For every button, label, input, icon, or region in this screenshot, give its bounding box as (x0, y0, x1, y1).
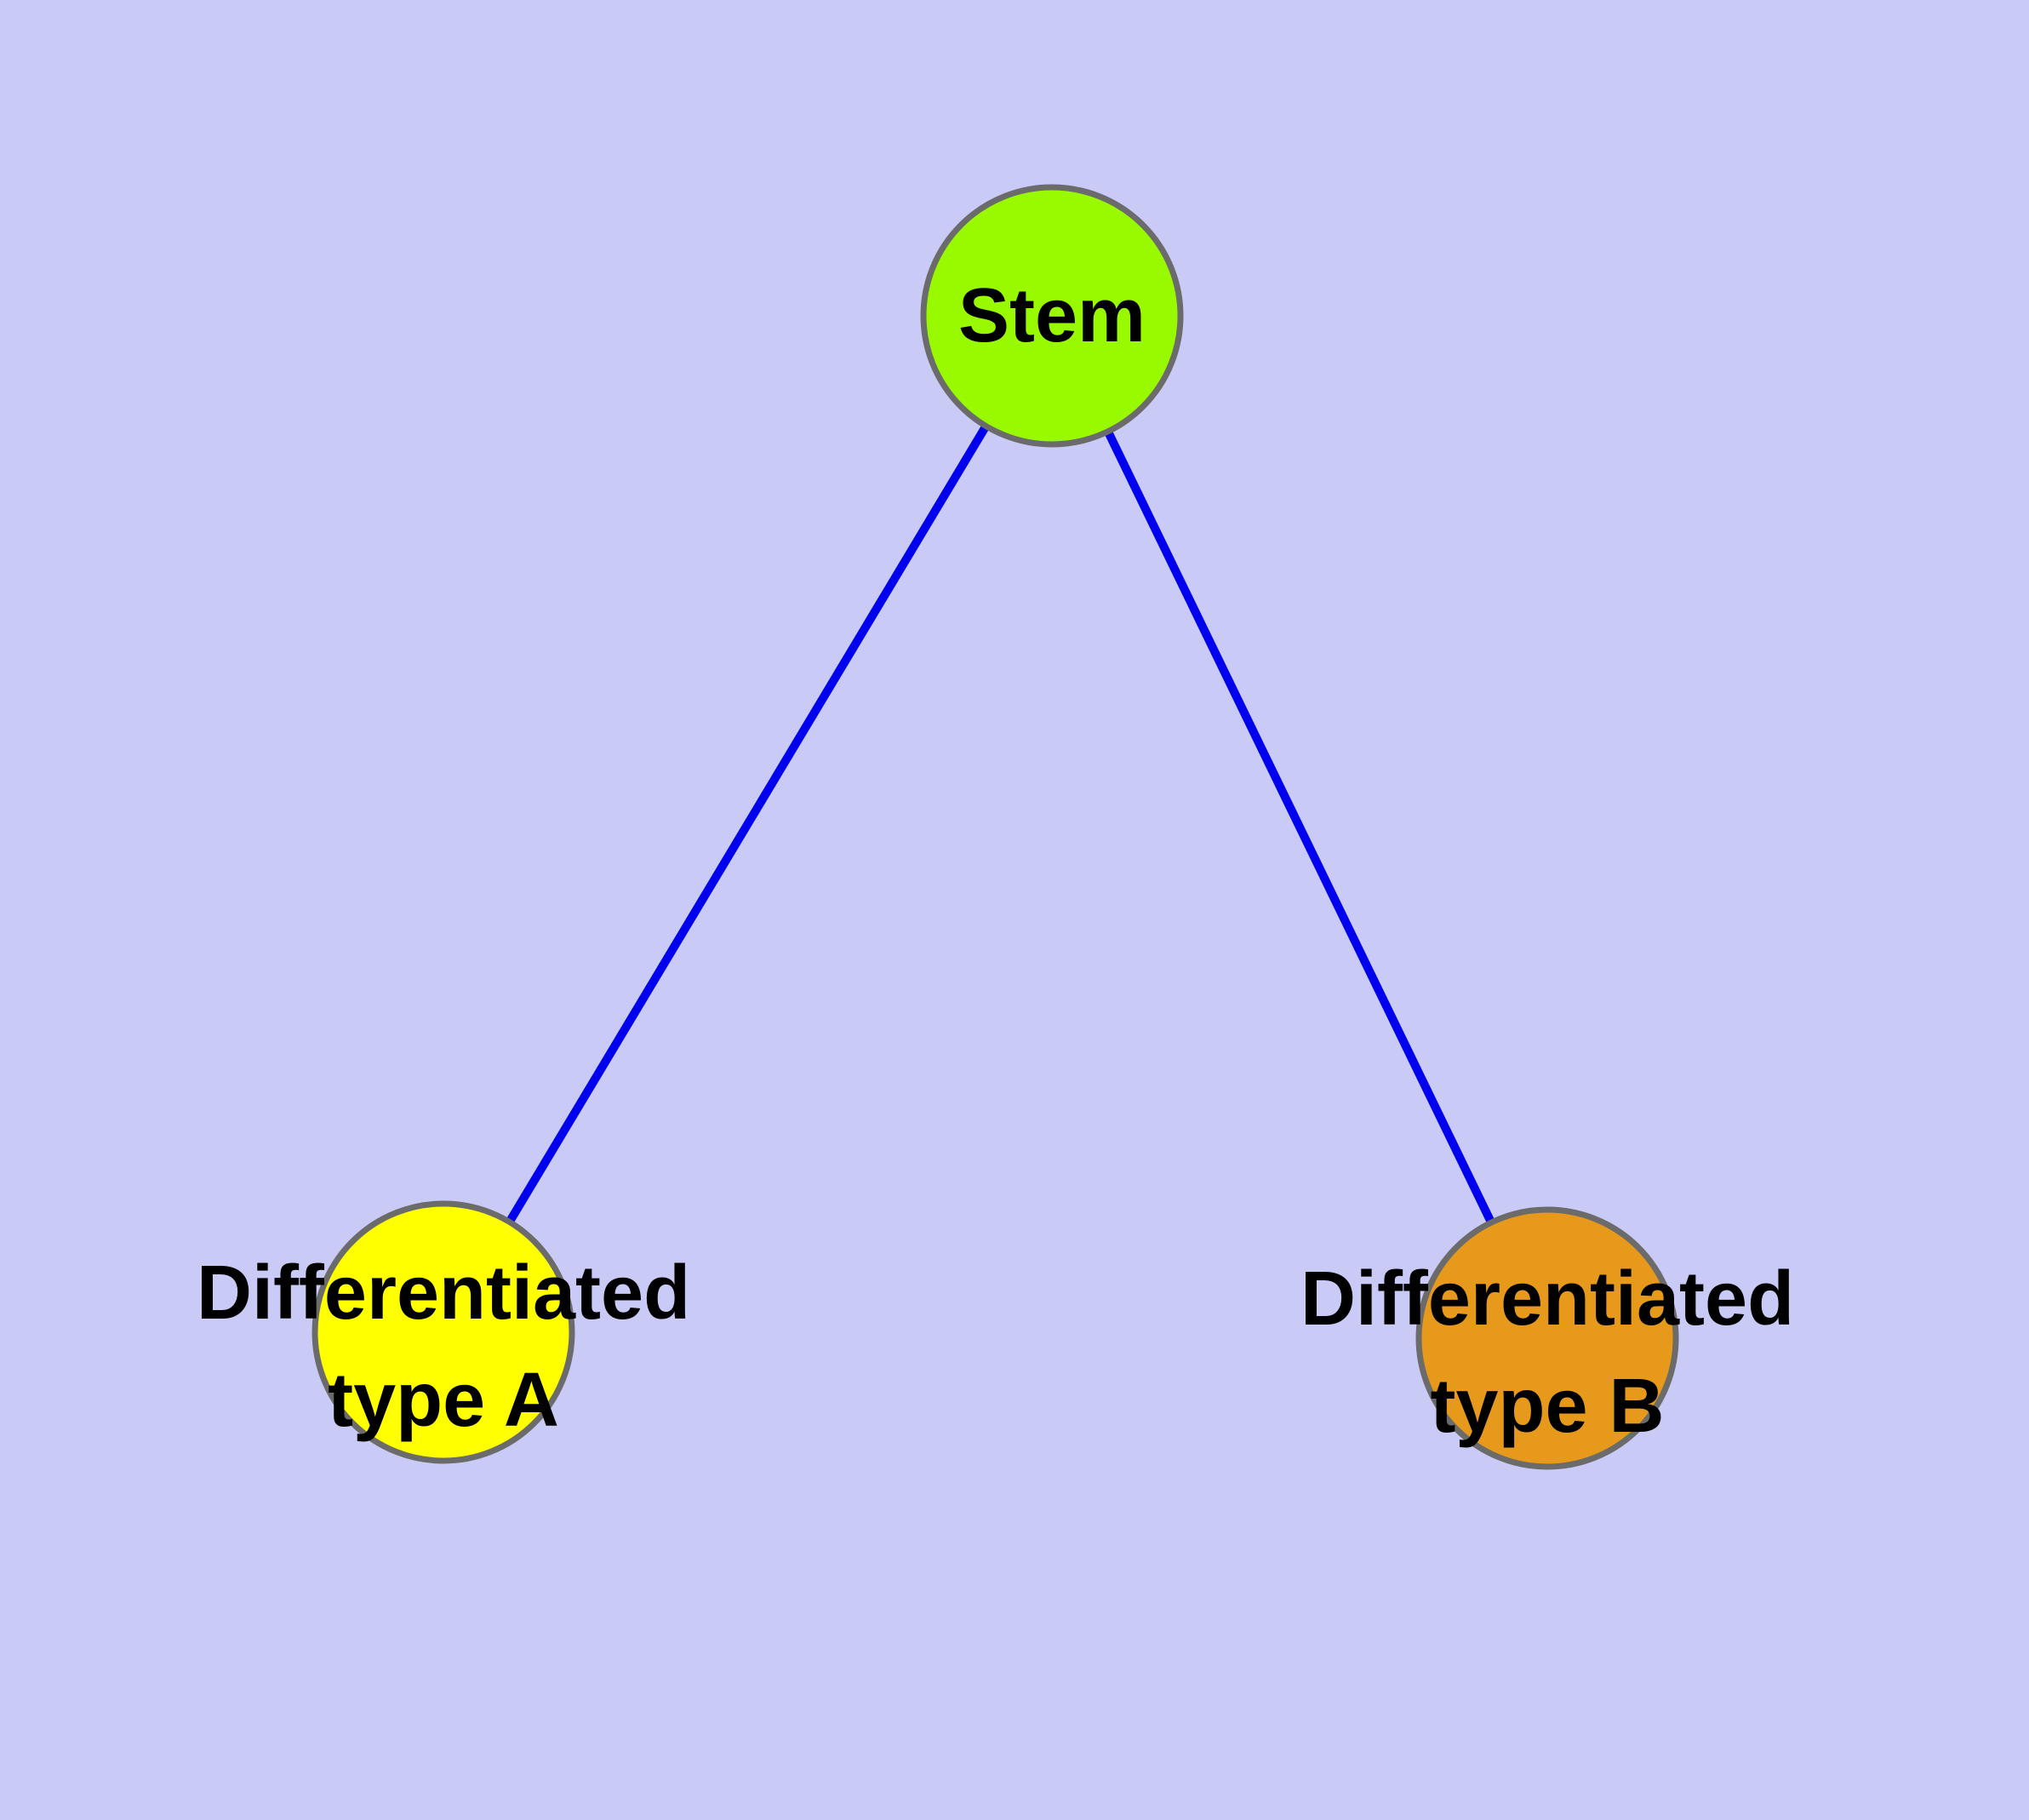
node-type-a-label-line2: type A (328, 1358, 559, 1443)
edge-stem-to-type-a (439, 313, 1056, 1335)
node-type-a-label: Differentiated type A (197, 1239, 690, 1454)
node-stem-circle (920, 184, 1184, 448)
node-type-b-label-line2: type B (1430, 1364, 1665, 1449)
node-type-a-circle (311, 1200, 575, 1464)
edge-stem-to-type-b (1048, 313, 1552, 1341)
node-type-b-label: Differentiated type B (1300, 1245, 1794, 1460)
node-type-b-label-line1: Differentiated (1300, 1256, 1795, 1342)
node-stem-label: Stem (957, 273, 1146, 358)
node-type-b-circle (1415, 1206, 1679, 1470)
node-type-a-label-line1: Differentiated (196, 1251, 691, 1336)
